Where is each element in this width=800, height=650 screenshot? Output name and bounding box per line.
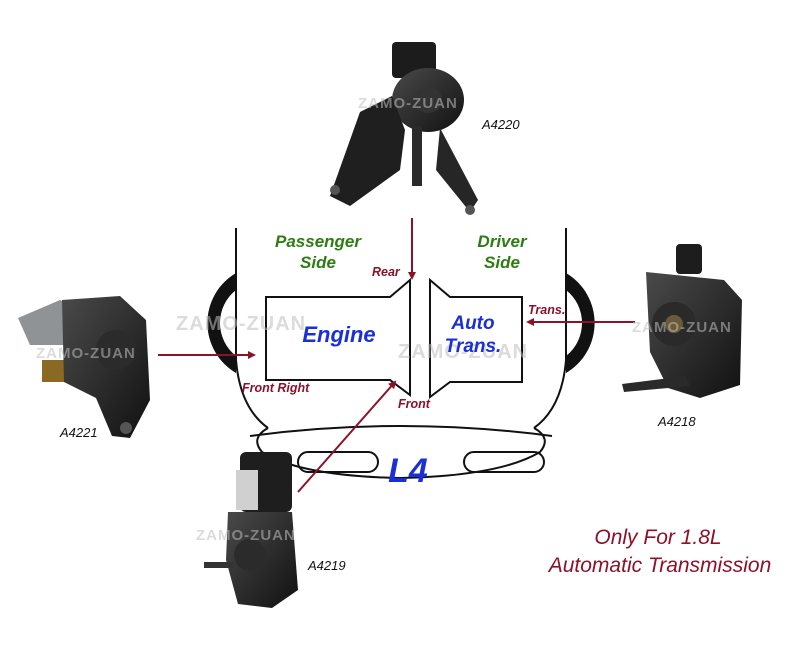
watermark-left: ZAMO-ZUAN <box>176 313 306 335</box>
part-number-top: A4220 <box>481 117 520 132</box>
watermark-right: ZAMO-ZUAN <box>632 319 732 336</box>
wheel-arch-right <box>566 273 595 373</box>
engine-block <box>265 277 411 397</box>
driver-side-label-line2: Side <box>484 253 520 272</box>
engine-label: Engine <box>302 322 375 347</box>
passenger-side-label-line2: Side <box>300 253 336 272</box>
mount-left-image <box>18 296 150 438</box>
watermark-left-small: ZAMO-ZUAN <box>36 345 136 362</box>
front-right-label: Front Right <box>242 381 310 395</box>
rear-label: Rear <box>372 265 401 279</box>
engine-code-label: L4 <box>388 452 428 490</box>
mount-top-image <box>330 42 478 215</box>
mount-bottom-image <box>204 452 298 608</box>
note-line2: Automatic Transmission <box>547 554 772 577</box>
part-number-bottom: A4219 <box>307 558 346 573</box>
headlight-left <box>297 451 379 473</box>
note-line1: Only For 1.8L <box>594 526 721 549</box>
auto-trans-label-line2: Trans. <box>445 336 502 357</box>
part-number-right: A4218 <box>657 414 696 429</box>
driver-side-label-line1: Driver <box>477 232 528 251</box>
wheel-arch-left <box>207 273 236 373</box>
trans-label: Trans. <box>528 303 565 317</box>
headlight-right <box>463 451 545 473</box>
watermark-top: ZAMO-ZUAN <box>358 95 458 112</box>
front-label: Front <box>398 397 431 411</box>
watermark-bottom: ZAMO-ZUAN <box>196 527 296 544</box>
part-number-left: A4221 <box>59 425 98 440</box>
transmission-block <box>429 277 523 399</box>
auto-trans-label-line1: Auto <box>450 313 494 334</box>
watermark-center: ZAMO-ZUAN <box>398 341 528 363</box>
passenger-side-label-line1: Passenger <box>275 232 362 251</box>
engine-bay-outline <box>235 228 567 480</box>
mount-right-image <box>622 244 742 398</box>
arrow-front <box>297 380 397 493</box>
